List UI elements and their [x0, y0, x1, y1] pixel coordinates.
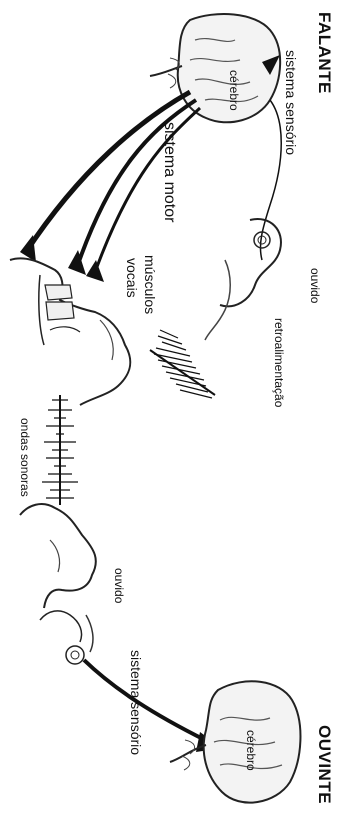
speaker-title: FALANTE	[314, 12, 334, 94]
sensory-system-label-top: sistema sensório	[283, 50, 299, 155]
motor-system-label: sistema motor	[160, 122, 178, 222]
speaker-ear-illustration	[205, 219, 281, 340]
muscles-label-line1: músculos	[142, 255, 158, 314]
listener-ear-illustration	[66, 615, 93, 664]
feedback-sound-trace	[150, 330, 215, 398]
listener-brain-label: cérebro	[244, 730, 258, 771]
listener-title: OUVINTE	[314, 725, 334, 804]
speaker-face-illustration	[10, 258, 130, 405]
sound-waves-label: ondas sonoras	[18, 418, 32, 497]
ear-label-bottom: ouvido	[112, 568, 126, 603]
listener-brain-illustration	[170, 681, 300, 802]
sensory-system-label-bottom: sistema sensório	[128, 650, 144, 755]
muscles-label-line2: vocais	[124, 258, 140, 298]
sensory-arrow-bottom	[84, 660, 205, 740]
listener-face-illustration	[20, 504, 96, 642]
speaker-brain-label: cérebro	[227, 70, 241, 111]
feedback-label: retroalimentação	[272, 318, 286, 407]
ear-label-top: ouvido	[308, 268, 322, 303]
sound-wave-trace	[42, 395, 78, 505]
